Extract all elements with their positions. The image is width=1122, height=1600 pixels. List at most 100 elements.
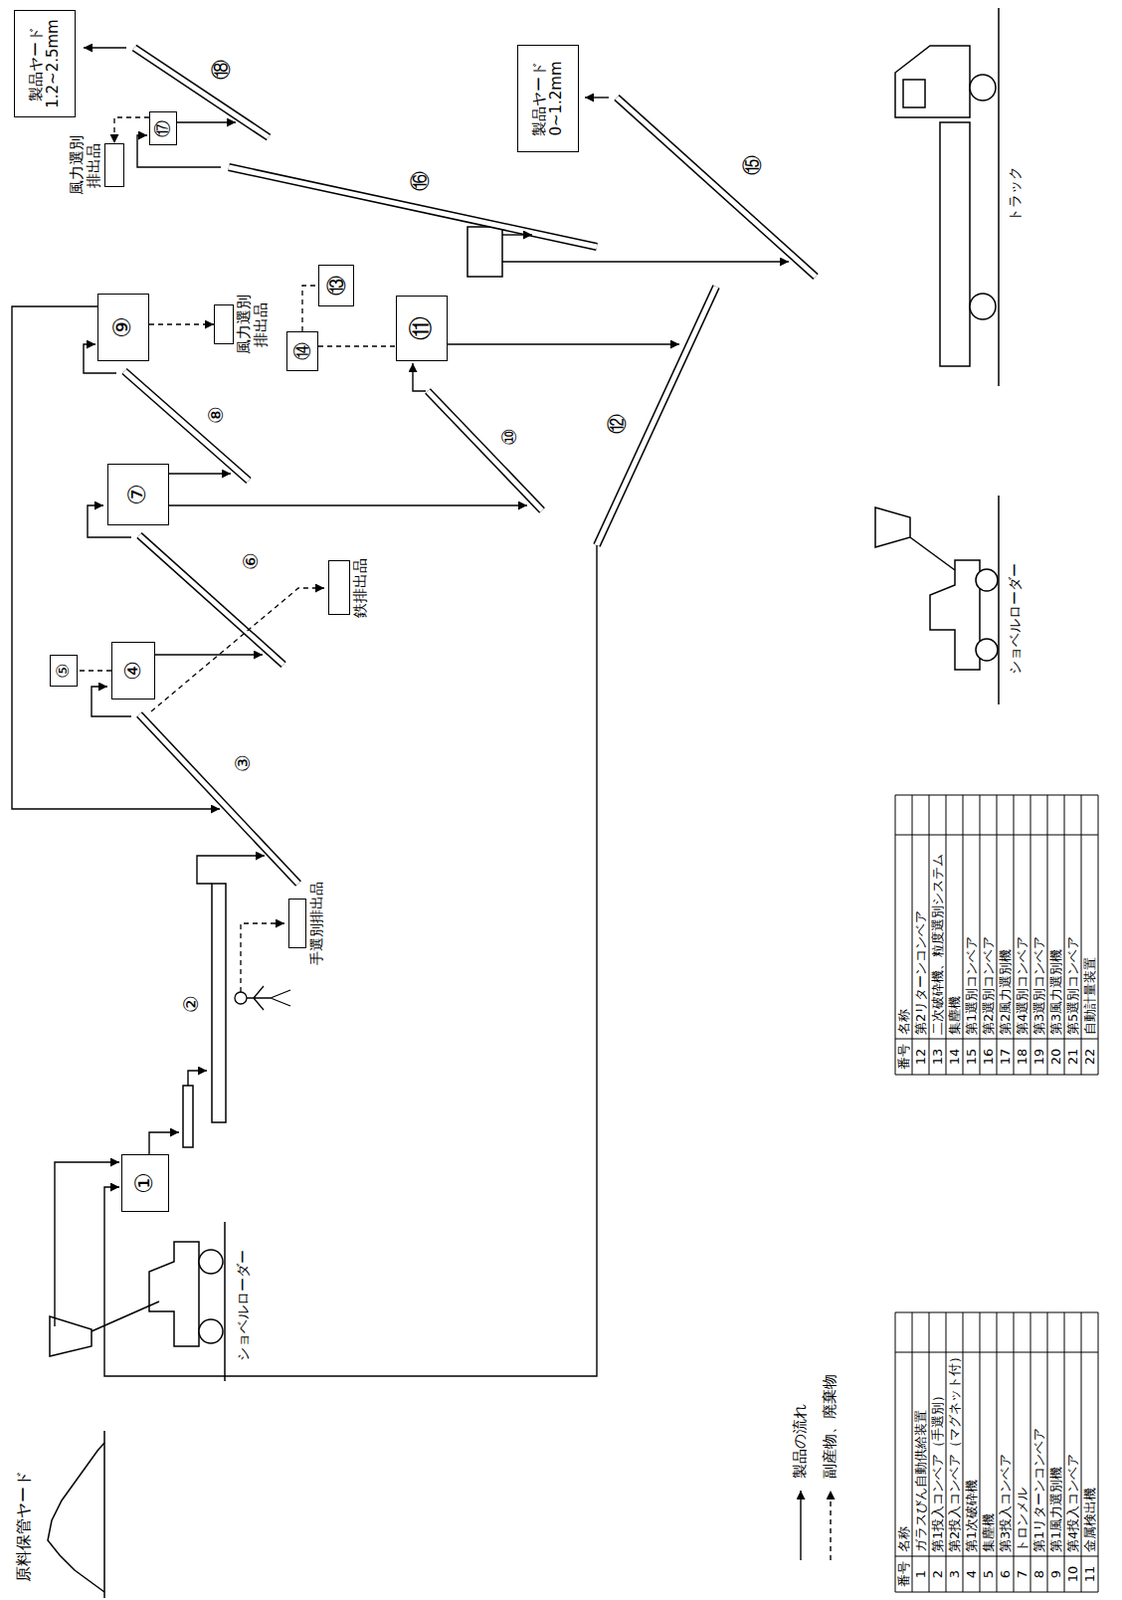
conveyor-band [139,714,299,884]
table-grid [895,794,897,1075]
node-label: ⑦ [124,483,153,506]
dust-connector [149,323,214,325]
shovel-loader [198,1318,223,1343]
node-label: ⑬ [325,275,349,296]
table-grid [1064,794,1066,1075]
callout-number: ⑮ [740,155,764,176]
table-cell: 11 [1081,1555,1099,1592]
shovel-loader [223,1221,226,1381]
product-flow-line [196,855,265,884]
table-grid [962,1311,964,1592]
table-cell: 集塵機 [945,995,963,1035]
conveyor-band [139,535,284,665]
table-cell: 第3風力選別機 [1047,948,1065,1035]
legend-line [799,1490,801,1560]
table-cell: 第4投入コンベア [1064,1453,1082,1552]
table-cell: 13 [929,1038,946,1075]
legend-line [829,1490,831,1560]
shovel-loader [930,560,980,670]
shovel-loader [875,495,999,705]
discharge-box: 風力選別 排出品 [213,304,234,345]
table-cell: 第5選別コンベア [1064,935,1082,1035]
node-label: ⑪ [407,316,436,341]
product-flow-line [584,96,609,98]
shovel-loader [975,568,998,591]
table-cell: 番号 [895,1038,913,1075]
shovel-loader [875,507,911,548]
dust-connector [318,345,396,347]
discharge-box: 手選別排出品 [288,898,307,948]
conveyor-band [124,47,816,884]
table-grid [895,1311,1099,1313]
legend-line [800,1490,831,1560]
discharge-box: 鉄排出品 [328,560,351,615]
byproduct-line [151,587,325,992]
equipment-box: ① [121,1153,170,1212]
table-cell: 番号 [895,1555,913,1592]
table-grid [1030,794,1032,1075]
shovel-loader [198,1249,223,1274]
conveyor [211,883,226,1122]
table-cell: 15 [962,1038,980,1075]
callout-number: ③ [230,753,255,772]
callout-number: ⑫ [604,413,629,434]
node-label: ⑭ [292,342,314,361]
product-yard-box: 製品ヤード 1.2~2.5mm [13,9,76,118]
dust-connector [77,669,112,671]
node-label: ⑤ [53,662,74,678]
equipment-box: ⑬ [318,264,355,307]
dust-connector [114,117,150,144]
shovel-loader [91,1301,160,1331]
table-grid [929,1311,931,1592]
shovel-loader [910,537,955,570]
conveyor-band [134,47,269,138]
node-label: 手選別排出品 [308,881,325,965]
callout-number: ⑩ [497,427,522,446]
callout-number: ⑯ [407,171,432,191]
table-grid [1081,1311,1083,1592]
conveyor-band [124,47,816,884]
table-cell: 2 [929,1555,946,1592]
product-flow-line [187,1070,207,1086]
equipment-box: ⑪ [395,295,448,362]
table-cell: 第2投入コンベア（マグネット付） [945,1349,963,1552]
table-grid [945,794,947,1075]
machine-label: ショベルローダー [234,1249,252,1361]
table-grid [1064,1311,1066,1592]
node-label: ④ [120,660,146,681]
product-flow-line [83,46,127,48]
table-grid [1098,794,1100,1075]
table-cell: 3 [945,1555,963,1592]
conveyor-band [596,286,717,546]
conveyor-band [616,97,816,277]
truck [969,74,996,101]
node-label: ⑨ [109,316,138,339]
table-cell: 第1選別コンベア [962,935,980,1035]
truck [939,122,970,367]
table-grid [1047,1311,1049,1592]
table-cell: 自動計量装置 [1081,956,1099,1035]
material-pile [47,1442,105,1592]
shovel-loader [149,1241,199,1346]
table-grid [1013,1311,1015,1592]
table-grid [895,794,1099,1592]
table-cell: トロンメル [1013,1487,1031,1552]
worker [246,985,291,1010]
yard-label: 原料保管ヤード [13,1470,33,1582]
table-cell: 第2風力選別機 [996,948,1014,1035]
table-cell: 22 [1081,1038,1099,1075]
table-cell: 第1投入コンベア（手選別） [929,1388,946,1552]
truck [895,7,999,386]
table-cell: 20 [1047,1038,1065,1075]
table-cell: 金属検出機 [1081,1487,1099,1552]
shovel-loader [975,638,998,661]
table-cell: 8 [1030,1555,1048,1592]
equipment-box: ④ [111,641,156,700]
legend-text: 製品の流れ [790,1403,809,1479]
truck [895,45,970,118]
conveyor-band [228,167,597,247]
node-label: 風力選別 排出品 [235,292,271,358]
table-cell: 21 [1064,1038,1082,1075]
callout-number: ⑧ [203,405,228,424]
truck [997,7,1000,386]
